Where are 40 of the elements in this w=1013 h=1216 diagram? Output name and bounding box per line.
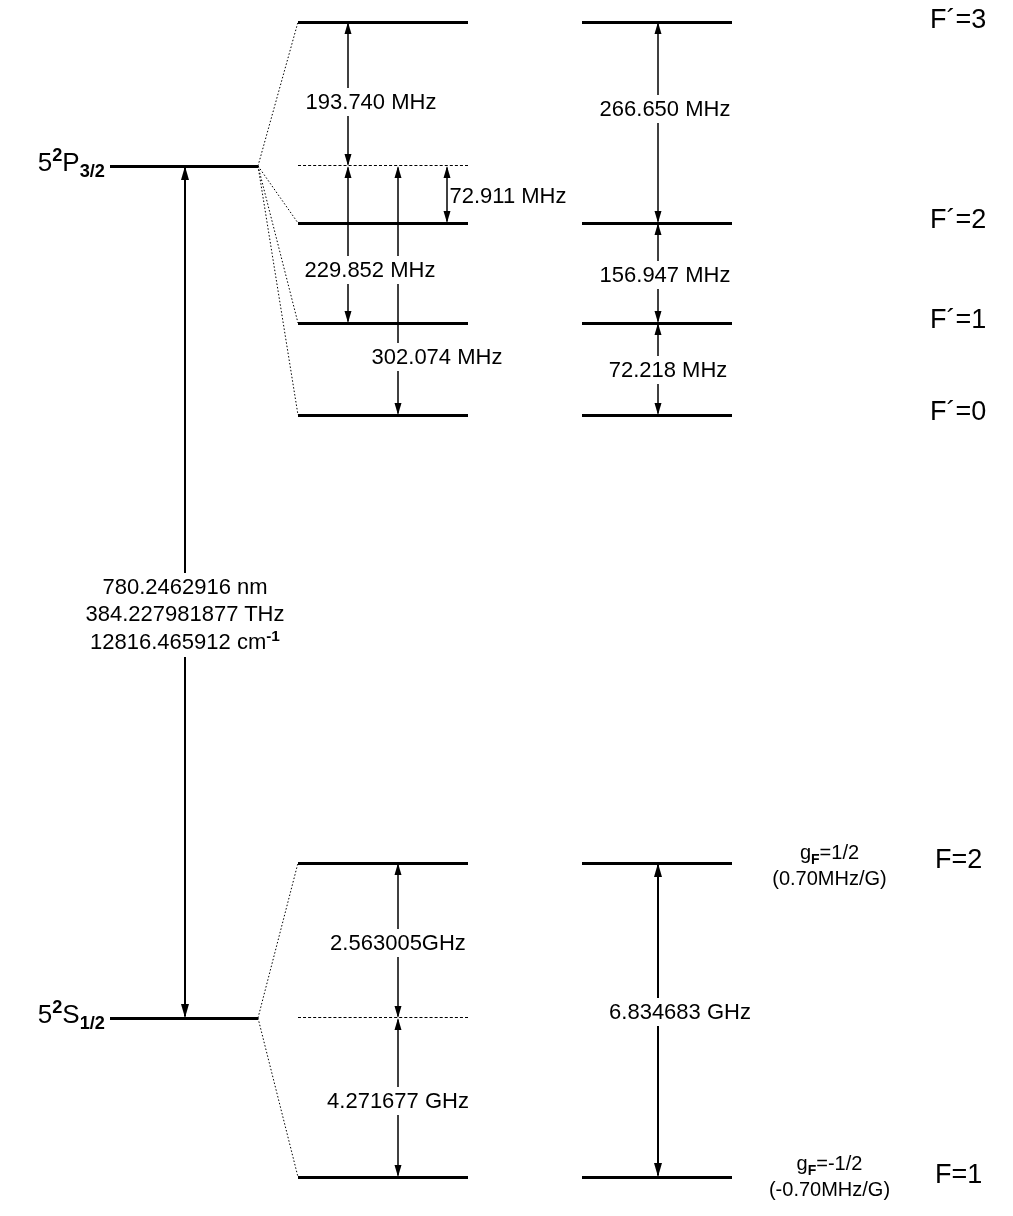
energy-level-line: [110, 1016, 258, 1020]
level-label: F=1: [935, 1160, 984, 1190]
transition-label: 4.271677 GHz: [325, 1086, 471, 1116]
double-arrow: [180, 166, 190, 1018]
energy-level-line: [298, 321, 468, 325]
level-label: 5$^{2}$P$_{3/2}$: [36, 145, 105, 181]
energy-level-line: [298, 20, 468, 24]
dotted-connector: [257, 1017, 299, 1178]
dashed-level-line: [298, 164, 468, 166]
level-label: 5$^{2}$S$_{1/2}$: [36, 997, 105, 1033]
energy-level-line: [582, 861, 732, 865]
transition-label: 266.650 MHz: [597, 94, 733, 124]
energy-level-line: [582, 1175, 732, 1179]
level-label: F´=0: [930, 397, 987, 427]
double-arrow: [443, 166, 451, 223]
level-label: F´=1: [930, 305, 987, 335]
level-label: g$_{F}$=1/2 (0.70MHz/G): [771, 841, 888, 890]
energy-level-line: [298, 1175, 468, 1179]
dotted-connector: [257, 165, 299, 416]
double-arrow: [653, 863, 663, 1177]
transition-label: 2.563005GHz: [328, 928, 468, 958]
level-label: g$_{F}$=-1/2 (-0.70MHz/G): [767, 1152, 892, 1201]
transition-label: 6.834683 GHz: [607, 997, 753, 1027]
energy-level-line: [110, 164, 258, 168]
transition-label: 229.852 MHz: [302, 255, 438, 285]
dotted-connector: [257, 862, 299, 1019]
energy-level-line: [582, 321, 732, 325]
dashed-level-line: [298, 1016, 468, 1018]
transition-label: 302.074 MHz: [369, 342, 505, 372]
level-label: F´=2: [930, 205, 987, 235]
transition-label: 72.218 MHz: [606, 355, 730, 385]
energy-level-line: [582, 20, 732, 24]
level-label: F´=3: [930, 5, 987, 35]
dotted-connector: [257, 21, 299, 167]
energy-level-line: [582, 413, 732, 417]
energy-level-line: [298, 861, 468, 865]
level-label: F=2: [935, 845, 984, 875]
energy-level-line: [298, 221, 468, 225]
energy-level-line: [582, 221, 732, 225]
energy-level-line: [298, 413, 468, 417]
